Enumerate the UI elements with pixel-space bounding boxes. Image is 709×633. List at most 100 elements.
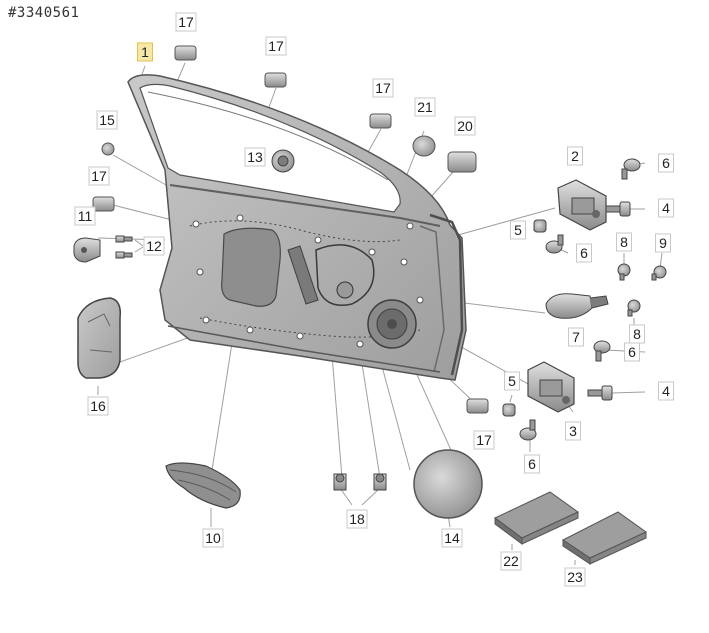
callout-6: 6 <box>524 454 540 474</box>
callout-box <box>87 396 109 416</box>
callout-box <box>265 36 287 56</box>
callout-number: 6 <box>662 155 670 171</box>
door-shell <box>127 74 467 381</box>
callout-box <box>524 454 540 474</box>
callout-number: 4 <box>662 200 670 216</box>
leader-line <box>112 154 176 191</box>
callout-17: 17 <box>175 12 197 32</box>
callout-6: 6 <box>576 243 592 263</box>
callout-box <box>629 324 645 344</box>
callout-number: 22 <box>503 553 519 569</box>
callout-number: 1 <box>141 44 149 60</box>
callout-number: 15 <box>99 112 115 128</box>
callout-box <box>564 567 586 587</box>
callout-box <box>500 551 522 571</box>
callout-number: 9 <box>659 235 667 251</box>
callout-9: 9 <box>655 233 671 253</box>
callout-20: 20 <box>454 116 476 136</box>
callout-number: 21 <box>417 99 433 115</box>
leader-line <box>361 487 381 506</box>
insulation-10 <box>165 462 241 509</box>
leader-line <box>267 87 277 111</box>
bolts-12 <box>115 235 133 259</box>
door-check-bracket <box>73 237 101 263</box>
callout-number: 17 <box>178 14 194 30</box>
grommet-part <box>271 149 295 173</box>
callout-17: 17 <box>88 166 110 186</box>
regulator-arm <box>315 244 375 306</box>
callout-number: 17 <box>91 168 107 184</box>
diagram-reference-id: #3340561 <box>8 5 80 21</box>
cover-caps <box>92 45 489 414</box>
pad-22 <box>494 491 579 545</box>
callout-14: 14 <box>441 528 463 548</box>
callout-number: 16 <box>90 398 106 414</box>
callout-box <box>576 243 592 263</box>
callout-box <box>565 421 581 441</box>
callout-box <box>414 97 436 117</box>
callout-21: 21 <box>414 97 436 117</box>
callout-box <box>202 528 224 548</box>
callout-number: 7 <box>572 329 580 345</box>
callout-11: 11 <box>74 206 96 226</box>
callout-number: 6 <box>628 344 636 360</box>
callout-3: 3 <box>565 421 581 441</box>
callout-number: 14 <box>444 530 460 546</box>
callout-number: 8 <box>620 234 628 250</box>
cable-route <box>189 220 401 243</box>
window-frame-rim <box>147 91 389 181</box>
callout-box <box>510 220 526 240</box>
callout-17: 17 <box>265 36 287 56</box>
callout-17: 17 <box>372 78 394 98</box>
callout-number: 5 <box>508 373 516 389</box>
callout-number: 8 <box>633 326 641 342</box>
round-plug-part <box>412 135 436 157</box>
trim-cover-16 <box>77 297 122 379</box>
cover-cap <box>174 45 197 61</box>
callout-box <box>96 110 118 130</box>
callout-number: 18 <box>349 511 365 527</box>
callout-box <box>567 146 583 166</box>
callout-number: 6 <box>580 245 588 261</box>
callout-number: 20 <box>457 118 473 134</box>
callout-box <box>346 509 368 529</box>
callout-number: 5 <box>514 222 522 238</box>
leader-line <box>339 487 353 506</box>
leader-line <box>659 252 663 269</box>
plug-part <box>101 142 115 156</box>
lower-hinge <box>527 361 575 413</box>
callout-4: 4 <box>658 198 674 218</box>
callout-number: 2 <box>571 148 579 164</box>
pad-part <box>447 151 477 173</box>
leader-line <box>611 391 646 394</box>
callout-7: 7 <box>568 327 584 347</box>
callout-box <box>74 206 96 226</box>
door-sill <box>167 325 441 373</box>
callout-box <box>658 153 674 173</box>
callout-number: 12 <box>146 238 162 254</box>
callout-box <box>655 233 671 253</box>
callout-box <box>175 12 197 32</box>
callout-number: 17 <box>476 432 492 448</box>
cover-cap <box>369 113 392 129</box>
callout-number: 11 <box>78 208 93 224</box>
callout-23: 23 <box>564 567 586 587</box>
leader-line <box>134 246 144 253</box>
leader-line <box>134 239 144 247</box>
cover-cap <box>264 72 287 88</box>
callout-number: 3 <box>569 423 577 439</box>
callout-box <box>143 236 165 256</box>
callout-22: 22 <box>500 551 522 571</box>
callout-labels: 1234455666678891011121314151617171717171… <box>74 12 674 587</box>
callout-18: 18 <box>346 509 368 529</box>
callout-5: 5 <box>510 220 526 240</box>
regulator-rail <box>287 245 319 305</box>
mounting-holes <box>192 214 424 348</box>
window-opening <box>139 83 401 213</box>
cover-cap <box>92 196 115 212</box>
speaker-center <box>387 319 397 329</box>
callout-box <box>616 232 632 252</box>
callout-box <box>372 78 394 98</box>
nuts-5 <box>502 219 547 417</box>
